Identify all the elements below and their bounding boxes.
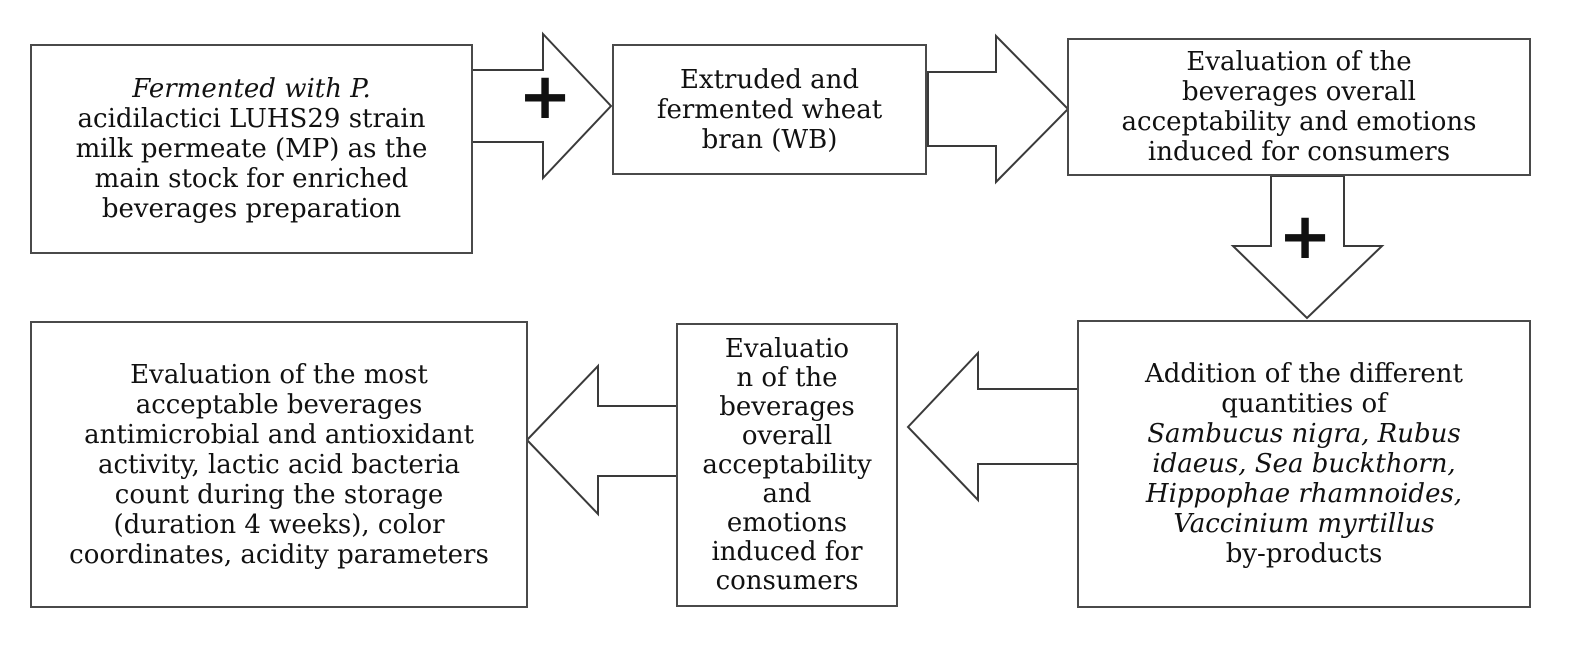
arrow-left-1 [906, 350, 1079, 503]
arrow-right-2 [927, 33, 1070, 185]
box-text-line: main stock for enriched [94, 164, 409, 194]
box-text-line: (duration 4 weeks), color [113, 509, 445, 540]
box-text-line: coordinates, acidity parameters [69, 539, 489, 570]
box-text-line: beverages [719, 391, 855, 422]
box-text-line: idaeus, Sea buckthorn, [1152, 449, 1456, 479]
box-text-line: consumers [715, 565, 859, 596]
box-text-line: activity, lactic acid bacteria [97, 449, 461, 480]
box-text-line: beverages preparation [101, 194, 402, 224]
box-text-line: Hippophae rhamnoides, [1145, 479, 1463, 509]
box-text-line: count during the storage [114, 479, 444, 510]
box-text-line: acceptability and emotions [1121, 107, 1477, 137]
box-text-line: acidilactici LUHS29 strain [77, 104, 426, 134]
box-text-line: induced for consumers [1147, 137, 1451, 167]
box-text-line: fermented wheat [656, 94, 883, 125]
box-text-line: by-products [1225, 539, 1383, 569]
plus-sign-1: + [518, 60, 572, 134]
box-text-line: milk permeate (MP) as the [75, 134, 428, 164]
box-fermented-milk-permeate: Fermented with P.acidilactici LUHS29 str… [30, 44, 473, 254]
box-text-line: bran (WB) [701, 124, 838, 155]
box-text-line: Extruded and [679, 64, 860, 95]
box-text-line: and [762, 478, 812, 509]
box-text-line: Evaluation of the [1186, 47, 1412, 77]
box-text-line: Vaccinium myrtillus [1173, 509, 1435, 539]
box-text-line: overall [741, 420, 833, 451]
box-text-line: antimicrobial and antioxidant [84, 419, 474, 450]
plus-sign-2: + [1278, 200, 1332, 274]
box-text-line: Evaluation of the most [130, 359, 428, 390]
box-text-line: acceptable beverages [135, 389, 423, 420]
box-text-line: Fermented with P. [132, 74, 371, 104]
arrow-down-1 [1230, 175, 1385, 320]
box-text-line: n of the [736, 362, 838, 393]
arrow-left-2 [525, 363, 678, 517]
box-text-line: emotions [726, 507, 848, 538]
arrow-right-1 [471, 31, 613, 181]
box-text-line: Evaluatio [724, 333, 850, 364]
box-text-line: beverages overall [1182, 77, 1416, 107]
box-text-line: Addition of the different [1144, 359, 1464, 389]
box-text-line: Sambucus nigra, Rubus [1147, 419, 1461, 449]
box-text-line: quantities of [1221, 389, 1387, 419]
box-text-line: induced for [711, 536, 863, 567]
box-text-line: acceptability [702, 449, 872, 480]
